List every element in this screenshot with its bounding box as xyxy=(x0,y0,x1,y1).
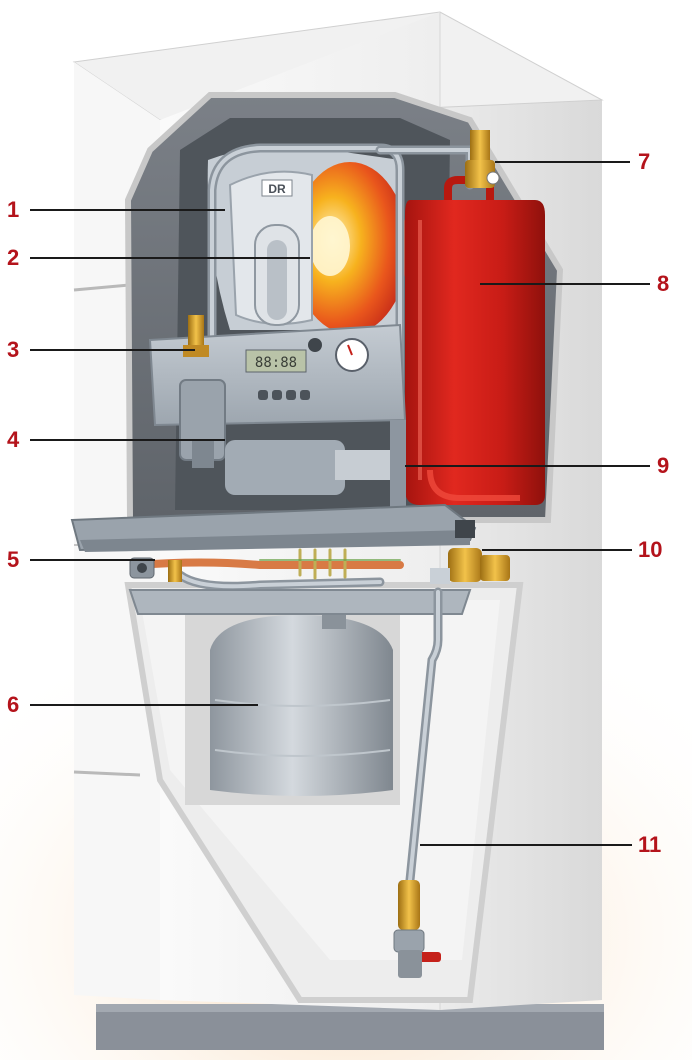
service-valves xyxy=(430,548,510,584)
callout-6: 6 xyxy=(7,692,20,717)
drain-pipe xyxy=(405,587,443,885)
callout-8: 8 xyxy=(657,271,670,296)
callout-11: 11 xyxy=(638,832,662,857)
burner-fan xyxy=(254,224,300,326)
callout-9: 9 xyxy=(657,453,670,478)
filling-valve xyxy=(129,557,182,582)
callout-7: 7 xyxy=(638,149,651,174)
brand-logo-text: DR xyxy=(268,182,286,196)
drain-valve xyxy=(393,880,441,978)
callout-1: 1 xyxy=(7,197,20,222)
lower-shelf xyxy=(128,589,472,615)
gas-valve xyxy=(179,379,226,468)
air-vent-valve xyxy=(465,130,500,188)
safety-valve xyxy=(183,315,209,357)
manifold-pipes xyxy=(136,548,404,591)
water-cylinder xyxy=(210,615,393,796)
callout-4: 4 xyxy=(7,427,20,452)
circulation-pump xyxy=(225,420,406,515)
heat-exchanger xyxy=(207,146,408,334)
callout-3: 3 xyxy=(7,337,20,362)
base-plinth xyxy=(96,1004,604,1050)
callout-2: 2 xyxy=(7,245,20,270)
leader-lines xyxy=(30,161,650,846)
support-tray xyxy=(70,503,477,552)
lcd-display: 88:88 xyxy=(255,355,297,371)
expansion-vessel xyxy=(405,176,545,505)
callout-5: 5 xyxy=(7,547,20,572)
callout-10: 10 xyxy=(638,537,663,562)
burner-logo: DR xyxy=(261,179,293,197)
